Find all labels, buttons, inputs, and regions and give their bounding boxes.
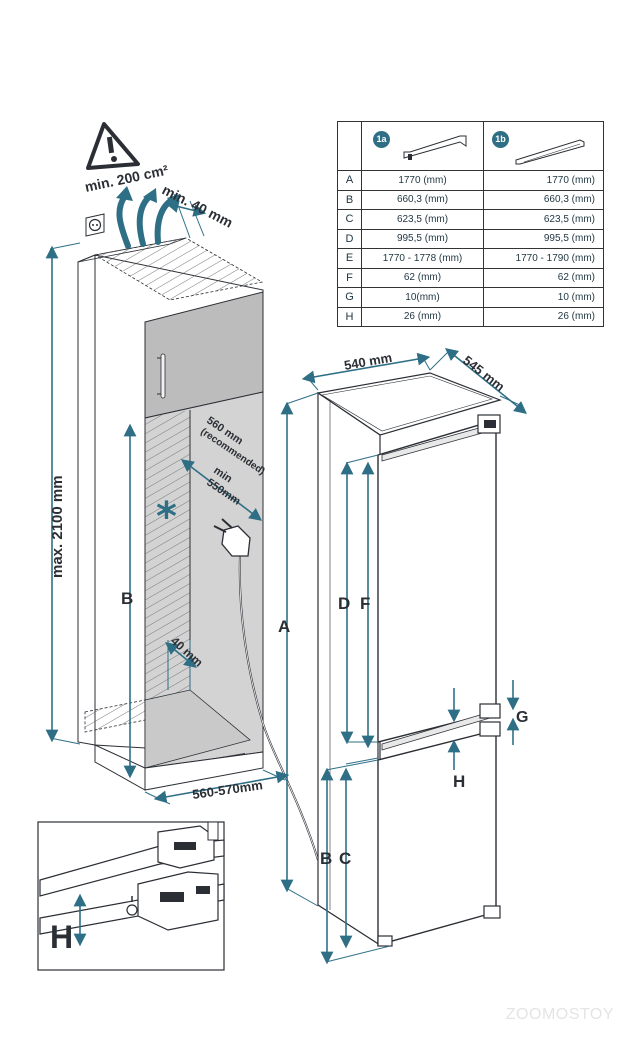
warning-icon bbox=[86, 122, 140, 170]
rear-gap-dimension bbox=[165, 640, 197, 690]
cabinet-handle bbox=[160, 353, 166, 399]
top-gap-label: min. 40 mm bbox=[160, 181, 236, 230]
bracket-1b-icon bbox=[515, 139, 585, 165]
dim-f bbox=[346, 461, 378, 749]
top-gap-dimension bbox=[165, 193, 207, 239]
dim-d-label: D bbox=[338, 594, 350, 613]
dim-d bbox=[340, 454, 379, 745]
bracket-1a-icon bbox=[403, 135, 467, 160]
depth-dimension bbox=[180, 459, 263, 521]
dim-h-label: H bbox=[453, 772, 465, 791]
dim-f-label: F bbox=[360, 594, 370, 613]
dim-b-label: B bbox=[320, 849, 332, 868]
dim-b bbox=[320, 759, 391, 965]
niche-width-label: 560-570mm bbox=[191, 777, 263, 802]
appliance-depth-dimension bbox=[429, 347, 527, 415]
dim-a-label: A bbox=[278, 617, 290, 636]
dim-c-label: C bbox=[339, 849, 351, 868]
width-label: 540 mm bbox=[343, 350, 393, 373]
inset-h-label: H bbox=[50, 919, 73, 955]
appliance bbox=[316, 372, 502, 947]
max-height-label: max. 2100 mm bbox=[49, 475, 66, 578]
dim-g-label: G bbox=[516, 709, 528, 726]
variant-badge: 1a bbox=[373, 131, 390, 148]
hinge-detail-inset bbox=[37, 821, 225, 971]
variant-1a-header: 1a bbox=[361, 121, 484, 171]
max-height-dimension bbox=[45, 242, 81, 745]
watermark: ZOOMOSTOY bbox=[505, 1006, 614, 1023]
lower-door bbox=[377, 729, 497, 946]
variant-badge: 1b bbox=[492, 131, 509, 148]
dim-a bbox=[280, 392, 319, 907]
upper-door bbox=[377, 419, 497, 743]
socket-icon bbox=[85, 213, 105, 237]
ventilation-mark: * bbox=[156, 494, 177, 540]
table-header-row: 1a 1b bbox=[337, 121, 604, 171]
hinge-icon bbox=[377, 414, 501, 947]
width-dimension bbox=[301, 352, 431, 391]
dim-c bbox=[339, 757, 379, 949]
left-b-label: B bbox=[121, 589, 133, 608]
variant-1b-header: 1b bbox=[483, 121, 604, 171]
power-plug-icon bbox=[213, 518, 319, 861]
